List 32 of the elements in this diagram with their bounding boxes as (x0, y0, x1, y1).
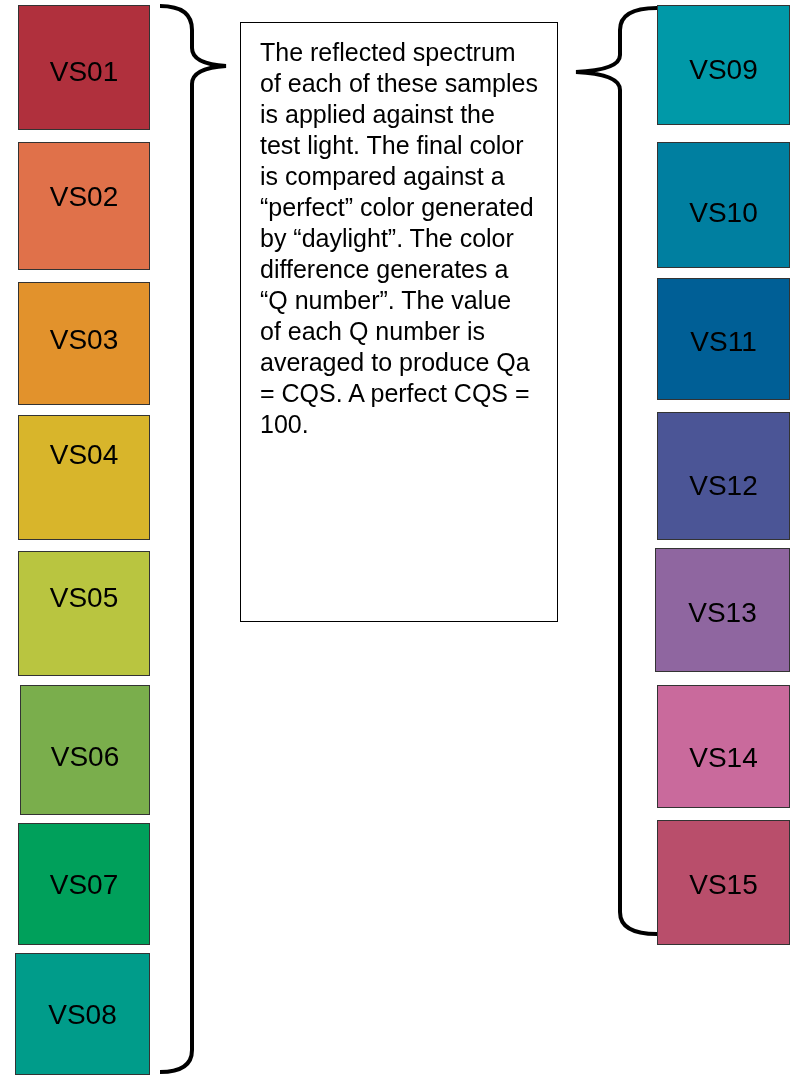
color-swatch (15, 953, 150, 1075)
sample-label: VS11 (689, 326, 758, 358)
color-swatch (657, 820, 790, 945)
color-swatch (657, 412, 790, 540)
color-swatch (18, 823, 150, 945)
sample-label: VS02 (48, 181, 120, 213)
sample-label: VS08 (47, 999, 118, 1031)
sample-label: VS13 (687, 597, 758, 629)
sample-label: VS15 (688, 869, 759, 901)
sample-label: VS14 (688, 742, 759, 774)
color-swatch (18, 282, 150, 405)
color-swatch (18, 551, 150, 676)
sample-label: VS06 (49, 741, 121, 773)
sample-label: VS04 (48, 439, 120, 471)
color-swatch (20, 685, 150, 815)
sample-label: VS05 (48, 582, 120, 614)
color-swatch (655, 548, 790, 672)
color-swatch (18, 415, 150, 540)
sample-label: VS03 (48, 324, 120, 356)
color-swatch (18, 5, 150, 130)
sample-label: VS07 (48, 869, 120, 901)
sample-label: VS09 (688, 54, 759, 86)
color-swatch (657, 278, 790, 400)
sample-label: VS12 (688, 470, 759, 502)
color-swatch (657, 142, 790, 268)
sample-label: VS10 (688, 197, 759, 229)
description-text: The reflected spectrum of each of these samples is applied against the test light. The final color is compared against a “perfect” color generated by “daylight”. The color difference generates a “Q number”. The value of each Q number is averaged to produce Qa = CQS. A perfect CQS = 100. (260, 37, 538, 440)
color-swatch (18, 142, 150, 270)
text-box (240, 22, 558, 622)
color-swatch (657, 685, 790, 808)
sample-label: VS01 (48, 56, 120, 88)
color-swatch (657, 5, 790, 125)
